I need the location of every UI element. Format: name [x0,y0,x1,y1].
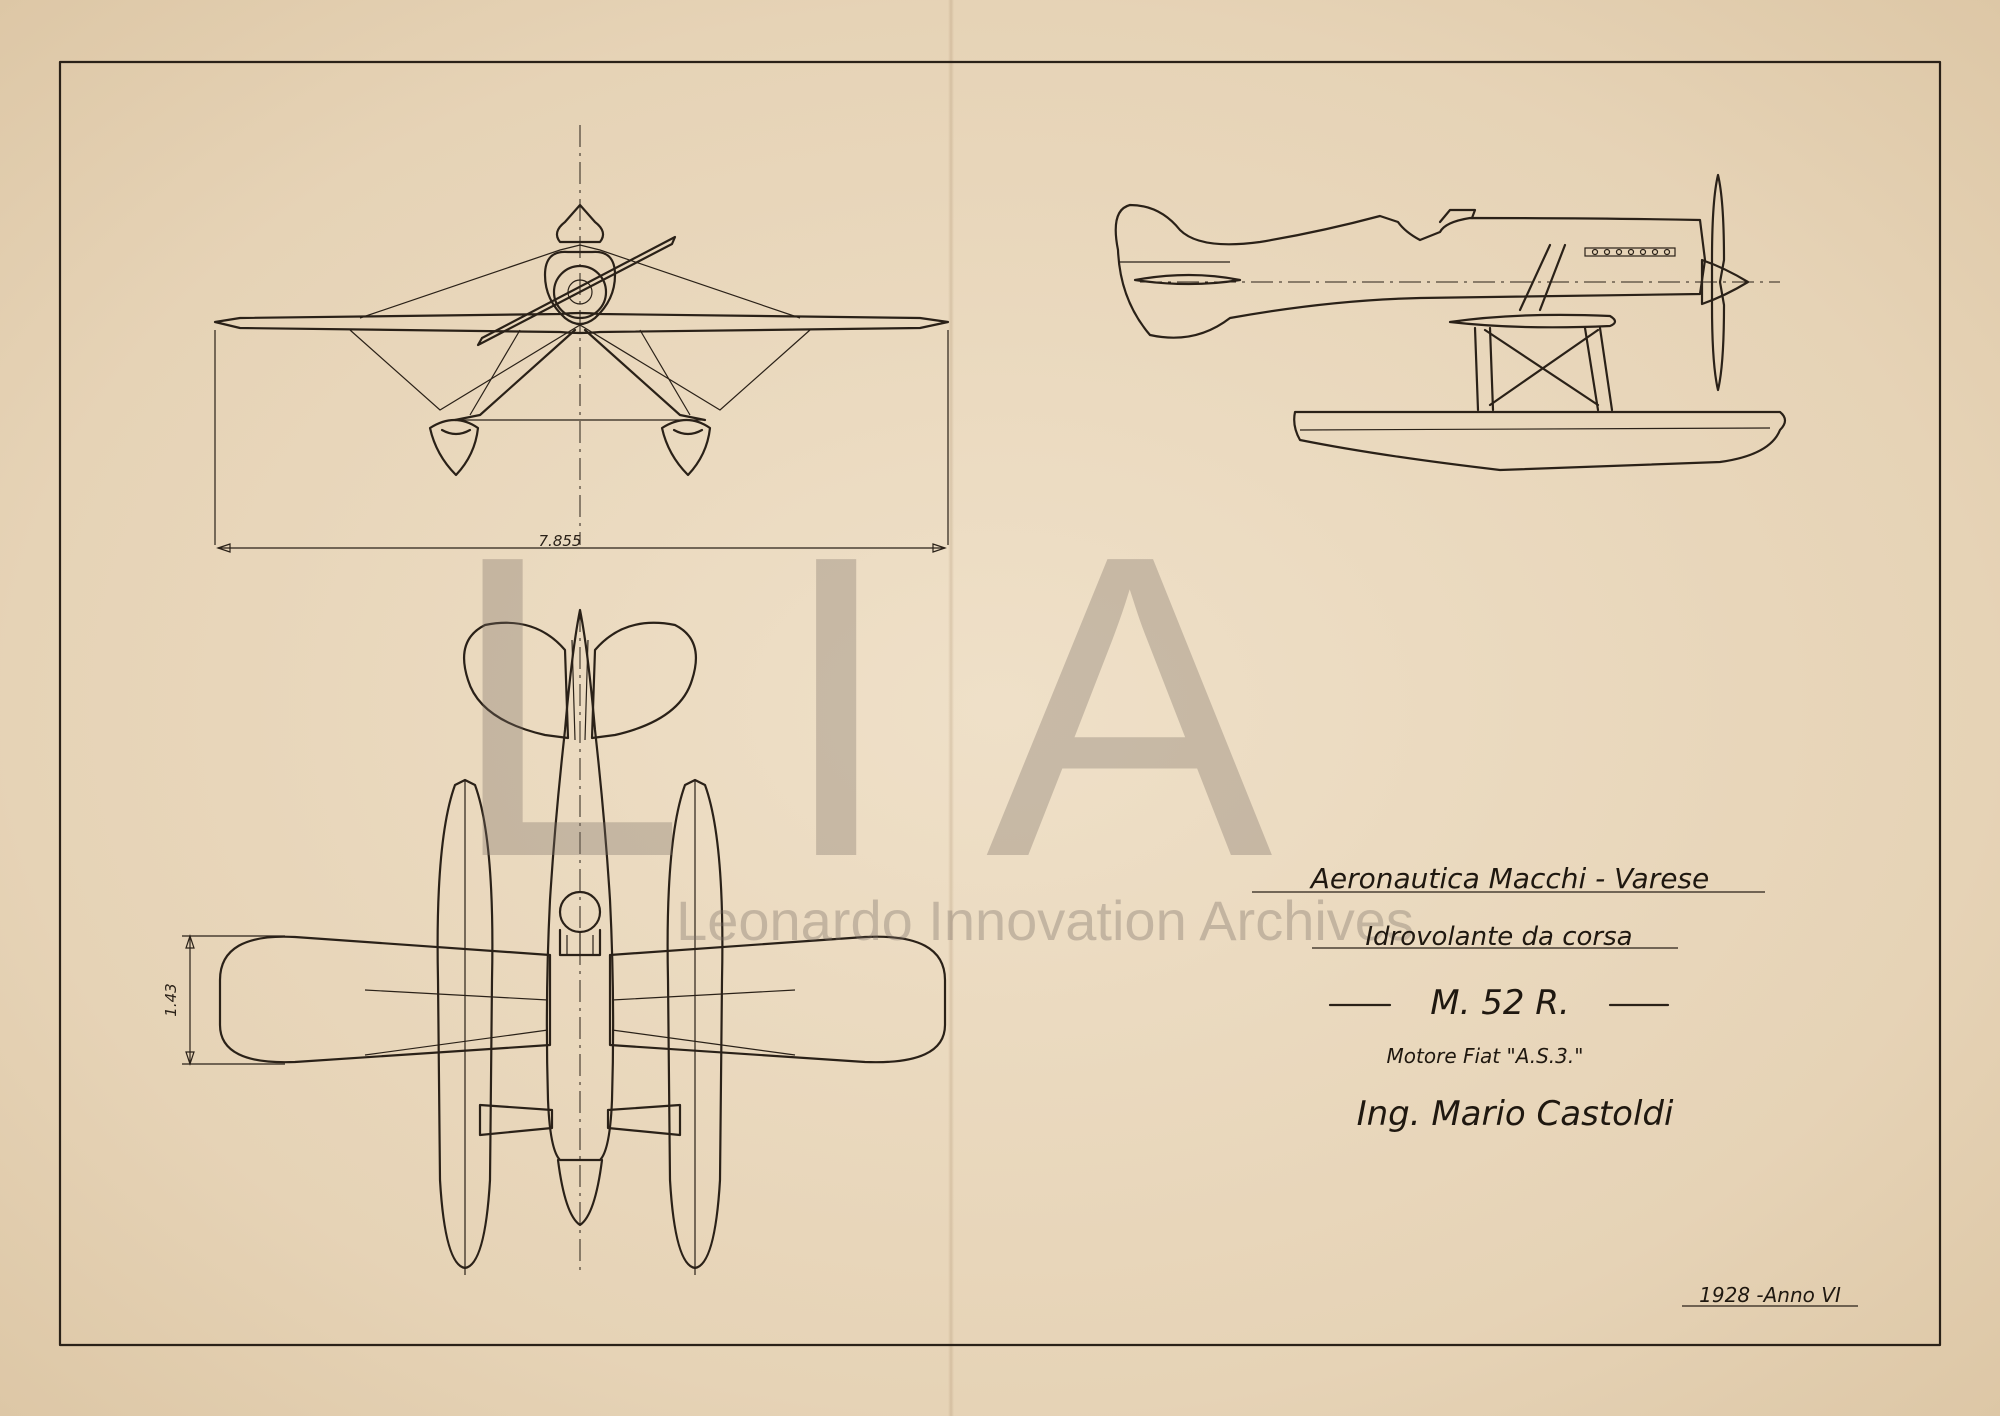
aircraft-description: Idrovolante da corsa [1365,922,1632,952]
company-name: Aeronautica Macchi - Varese [1309,862,1710,895]
designer-signature: Ing. Mario Castoldi [1357,1094,1674,1134]
exhaust-ports [1591,248,1671,256]
paper-fold [948,0,954,1416]
front-view: 7.855 [213,125,950,553]
top-view: 1.43 [162,608,947,1275]
drawing-date: 1928 -Anno VI [1699,1283,1841,1307]
chord-dimension-label: 1.43 [162,983,180,1016]
watermark-caption: Leonardo Innovation Archives [676,889,1414,952]
sheet-border [58,60,1942,1347]
watermark-logo: LIA [447,467,1362,947]
title-block: Aeronautica Macchi - Varese Idrovolante … [1252,862,1858,1307]
side-view [1114,173,1787,472]
model-designation: M. 52 R. [1430,983,1569,1023]
span-dimension-label: 7.855 [539,532,582,550]
watermark: LIA Leonardo Innovation Archives [447,467,1414,952]
engine-spec: Motore Fiat "A.S.3." [1387,1044,1584,1068]
